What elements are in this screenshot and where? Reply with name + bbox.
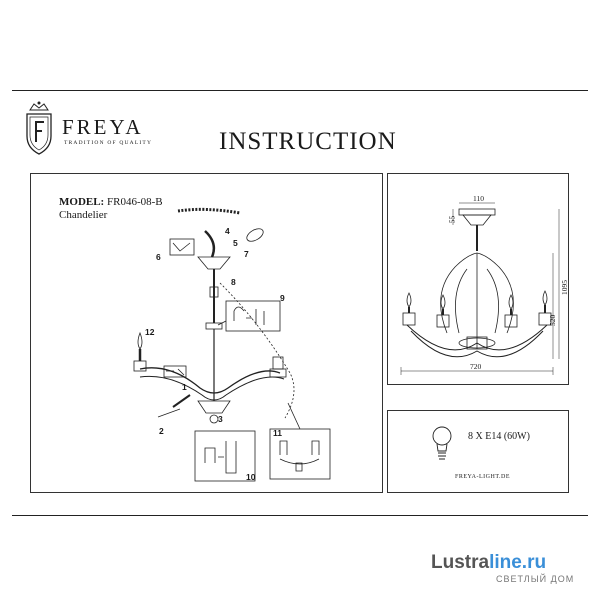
model-code: FR046-08-B xyxy=(106,196,163,208)
freya-crest-icon xyxy=(26,101,52,155)
plate-bracket xyxy=(172,242,191,252)
brand-tagline: TRADITION OF QUALITY xyxy=(64,140,153,146)
watermark-logo: Lustraline.ru xyxy=(431,552,546,574)
inset-step-9 xyxy=(225,300,281,332)
watermark-subtitle: СВЕТЛЫЙ ДОМ xyxy=(496,574,575,584)
step-10-label: 10 xyxy=(246,472,256,482)
finial xyxy=(209,414,219,424)
dimensions-panel xyxy=(387,173,569,385)
dim-body-height: 520 xyxy=(548,314,557,326)
ceiling-chain xyxy=(177,207,241,215)
watermark-main: Lustra xyxy=(431,552,490,573)
screw-detail xyxy=(246,228,264,242)
spec-panel xyxy=(387,410,569,493)
hook xyxy=(204,230,216,258)
left-cup xyxy=(133,360,147,372)
lamp-spec: 8 X E14 (60W) xyxy=(468,431,530,442)
dimension-drawing xyxy=(400,202,560,375)
arm-left-right xyxy=(139,367,281,394)
assembly-diagram xyxy=(133,207,331,482)
step-1-label: 1 xyxy=(182,382,187,392)
left-bulb-icon xyxy=(137,331,143,350)
dim-canopy-width: 110 xyxy=(473,194,484,203)
website: FREYA-LIGHT.DE xyxy=(455,474,511,480)
step-2-label: 2 xyxy=(159,426,164,436)
step-8-label: 8 xyxy=(231,277,236,287)
dim-canopy-height: 55 xyxy=(447,215,457,224)
step-6-label: 6 xyxy=(156,252,161,262)
step-4-label: 4 xyxy=(225,226,230,236)
right-candle xyxy=(272,356,284,370)
product-type: Chandelier xyxy=(59,209,108,221)
top-divider xyxy=(12,90,588,91)
step-5-label: 5 xyxy=(233,238,238,248)
watermark-accent: line.ru xyxy=(489,552,547,573)
dim-diameter: 720 xyxy=(470,362,482,371)
candles-row xyxy=(402,290,552,328)
brand-name: FREYA xyxy=(62,115,144,139)
step-12-label: 12 xyxy=(145,327,155,337)
step-3-label: 3 xyxy=(218,414,223,424)
assembly-panel xyxy=(30,173,383,493)
mounting-plate xyxy=(169,238,195,256)
bottom-divider xyxy=(12,515,588,516)
canopy-outline xyxy=(458,208,496,216)
step-9-label: 9 xyxy=(280,293,285,303)
inset-step-10 xyxy=(194,430,256,482)
model-label: MODEL: xyxy=(59,196,105,208)
step-11-label: 11 xyxy=(273,428,282,438)
document-title: INSTRUCTION xyxy=(219,128,397,155)
canopy-cup xyxy=(197,256,231,270)
model-line: MODEL: FR046-08-B xyxy=(59,196,163,208)
dim-total-height: 1095 xyxy=(560,280,569,295)
center-bowl xyxy=(466,336,488,350)
step-7-label: 7 xyxy=(244,249,249,259)
bulb-icon xyxy=(432,426,452,460)
